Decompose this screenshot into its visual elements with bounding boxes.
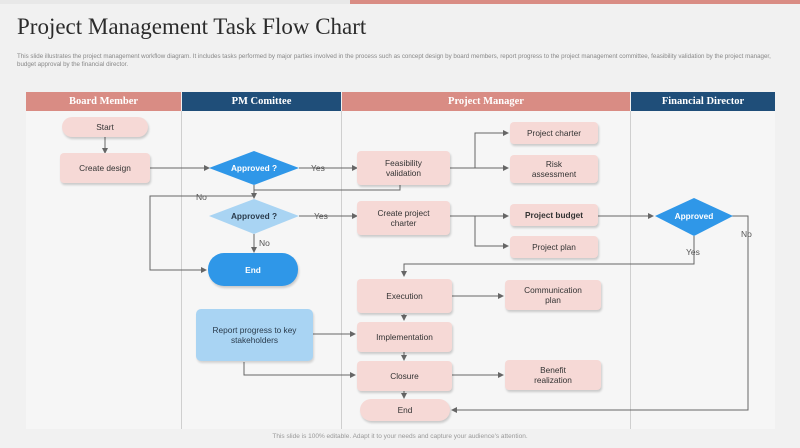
project-budget-node[interactable]: Project budget (510, 204, 598, 226)
approved1-decision[interactable]: Approved ? (230, 163, 278, 173)
arrow-fd-yes-to-execution (401, 236, 695, 277)
approved1-diamond-shape (209, 151, 299, 185)
closure-node[interactable]: Closure (357, 361, 452, 391)
fd-approved-diamond-shape (655, 198, 733, 236)
end-node-pm[interactable]: End (208, 253, 298, 286)
communication-plan-node[interactable]: Communication plan (505, 280, 601, 310)
feasibility-validation-node[interactable]: Feasibility validation (357, 151, 450, 185)
page-title: Project Management Task Flow Chart (17, 14, 367, 39)
lane-header-financial-director: Financial Director (631, 92, 775, 111)
arrow-report-to-closure (243, 362, 356, 378)
top-accent-bar (0, 0, 800, 4)
approved2-diamond-shape (209, 199, 299, 234)
start-node[interactable]: Start (62, 117, 148, 137)
edge-label-no-fd: No (741, 229, 752, 239)
implementation-node[interactable]: Implementation (357, 322, 452, 352)
lane-header-project-manager: Project Manager (342, 92, 630, 111)
edge-label-yes2: Yes (314, 211, 328, 221)
end-node-final[interactable]: End (360, 399, 450, 421)
edge-label-yes-fd: Yes (686, 247, 700, 257)
project-plan-node[interactable]: Project plan (510, 236, 598, 258)
execution-node[interactable]: Execution (357, 279, 452, 313)
report-progress-node[interactable]: Report progress to key stakeholders (196, 309, 313, 361)
fd-approved-decision[interactable]: Approved (674, 211, 714, 221)
edge-label-no2: No (259, 238, 270, 248)
arrow-feasibility-to-approved2 (251, 185, 401, 199)
project-charter-node[interactable]: Project charter (510, 122, 598, 144)
arrow-feasibility-to-charter (450, 130, 509, 169)
arrow-fd-no-to-end (451, 215, 749, 413)
risk-assessment-node[interactable]: Risk assessment (510, 155, 598, 183)
approved2-decision[interactable]: Approved ? (230, 211, 278, 221)
create-project-charter-node[interactable]: Create project charter (357, 201, 450, 235)
benefit-realization-node[interactable]: Benefit realization (505, 360, 601, 390)
edge-label-yes1: Yes (311, 163, 325, 173)
create-design-node[interactable]: Create design (60, 153, 150, 183)
edge-label-no1: No (196, 192, 207, 202)
slide-description: This slide illustrates the project manag… (17, 53, 771, 68)
arrow-charter-to-plan (450, 215, 509, 249)
lane-header-pm-committee: PM Comittee (182, 92, 341, 111)
slide-footer: This slide is 100% editable. Adapt it to… (272, 433, 528, 440)
lane-financial-director (631, 111, 775, 429)
lane-header-board-member: Board Member (26, 92, 181, 111)
